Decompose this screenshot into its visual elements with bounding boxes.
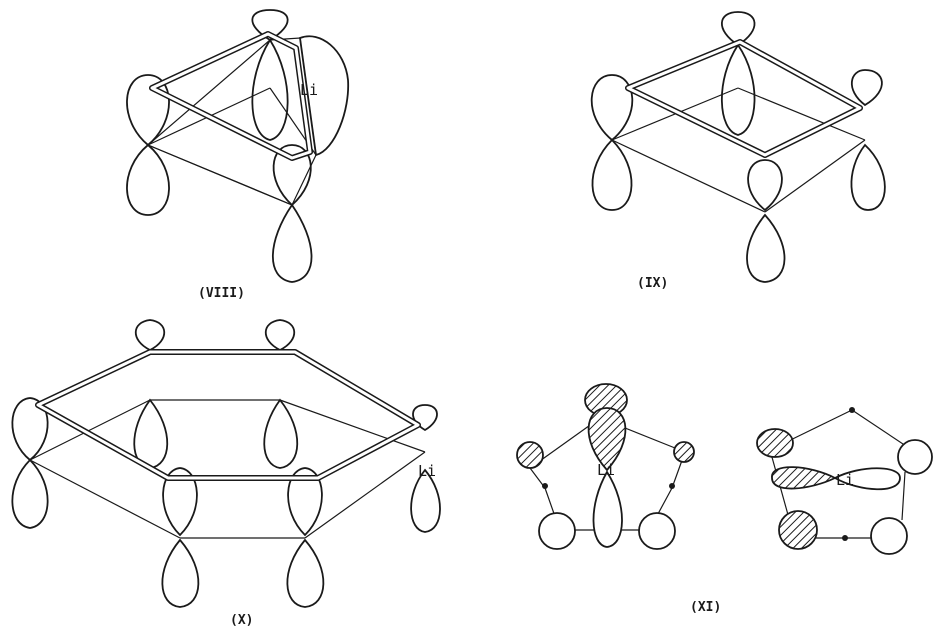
hatched-orbital [756, 428, 794, 458]
panel-caption: (X) [230, 613, 253, 628]
hatched-orbital [673, 441, 695, 463]
sigma-bond [279, 399, 426, 453]
pi-ring-inner [150, 32, 312, 160]
panel-caption: (IX) [637, 276, 668, 291]
hatched-lobe [771, 466, 838, 490]
p-orbital-lobe [263, 398, 299, 469]
sigma-bond [29, 459, 181, 539]
p-orbital-lobe [272, 144, 312, 207]
p-orbital-lobe [591, 138, 633, 211]
p-orbital-lobe [592, 470, 623, 548]
atom-dot [669, 483, 675, 489]
hatched-lobe [587, 407, 627, 472]
lithium-label: Li [300, 81, 318, 99]
panel-xi-left: Li [516, 383, 695, 550]
lithium-label: Li [597, 461, 615, 479]
p-orbital-lobe [11, 397, 49, 462]
p-orbital-lobe [251, 38, 289, 141]
sigma-bond [737, 87, 866, 141]
pi-ring [35, 349, 421, 481]
p-orbital-lobe [287, 467, 323, 537]
panel-caption: (XI) [690, 600, 721, 615]
panel-x: Li (X) [11, 319, 441, 628]
p-orbital-lobe [410, 468, 441, 533]
p-orbital-lobe [264, 319, 296, 352]
panel-ix: (IX) [590, 11, 886, 291]
sigma-bond [304, 451, 426, 539]
lithium-label: Li [418, 462, 436, 480]
p-orbital-lobe [747, 159, 783, 212]
atom-dot [849, 407, 855, 413]
sigma-bond [611, 139, 766, 213]
p-orbital-lobe [11, 458, 49, 529]
sigma-bond [851, 409, 913, 451]
hatched-orbital [516, 441, 544, 469]
sigma-bond [764, 139, 866, 213]
panel-caption: (VIII) [198, 286, 245, 301]
p-orbital-lobe [721, 43, 756, 136]
atom-dot [842, 535, 848, 541]
p-orbital-lobe [134, 319, 166, 352]
p-orbital-lobe [833, 467, 901, 491]
p-orbital-lobe [850, 69, 883, 107]
atom-dot [542, 483, 548, 489]
panel-viii: Li (VIII) [126, 9, 350, 301]
sigma-bond [901, 471, 906, 521]
p-orbital-lobe [286, 538, 325, 608]
p-orbital-lobe [162, 467, 198, 537]
pi-ring-inner [36, 350, 420, 480]
p-orbital-lobe [251, 9, 289, 42]
p-orbital-lobe [161, 538, 200, 608]
s-orbital [897, 439, 933, 475]
sigma-bond [29, 399, 151, 461]
p-orbital-lobe [126, 143, 170, 216]
p-orbital-lobe [721, 11, 756, 47]
s-orbital [870, 517, 908, 555]
s-orbital [538, 512, 576, 550]
hatched-orbital [778, 510, 818, 550]
s-orbital [638, 512, 676, 550]
p-orbital-lobe [272, 203, 313, 283]
p-orbital-lobe [590, 74, 634, 142]
p-orbital-lobe [746, 213, 786, 283]
sigma-bond [147, 144, 293, 206]
p-orbital-lobe [133, 398, 169, 469]
panel-xi-right: Li (XI) [690, 407, 933, 615]
pi-ring-inner [626, 40, 862, 157]
lithium-label: Li [836, 471, 854, 489]
p-orbital-lobe [850, 143, 886, 211]
